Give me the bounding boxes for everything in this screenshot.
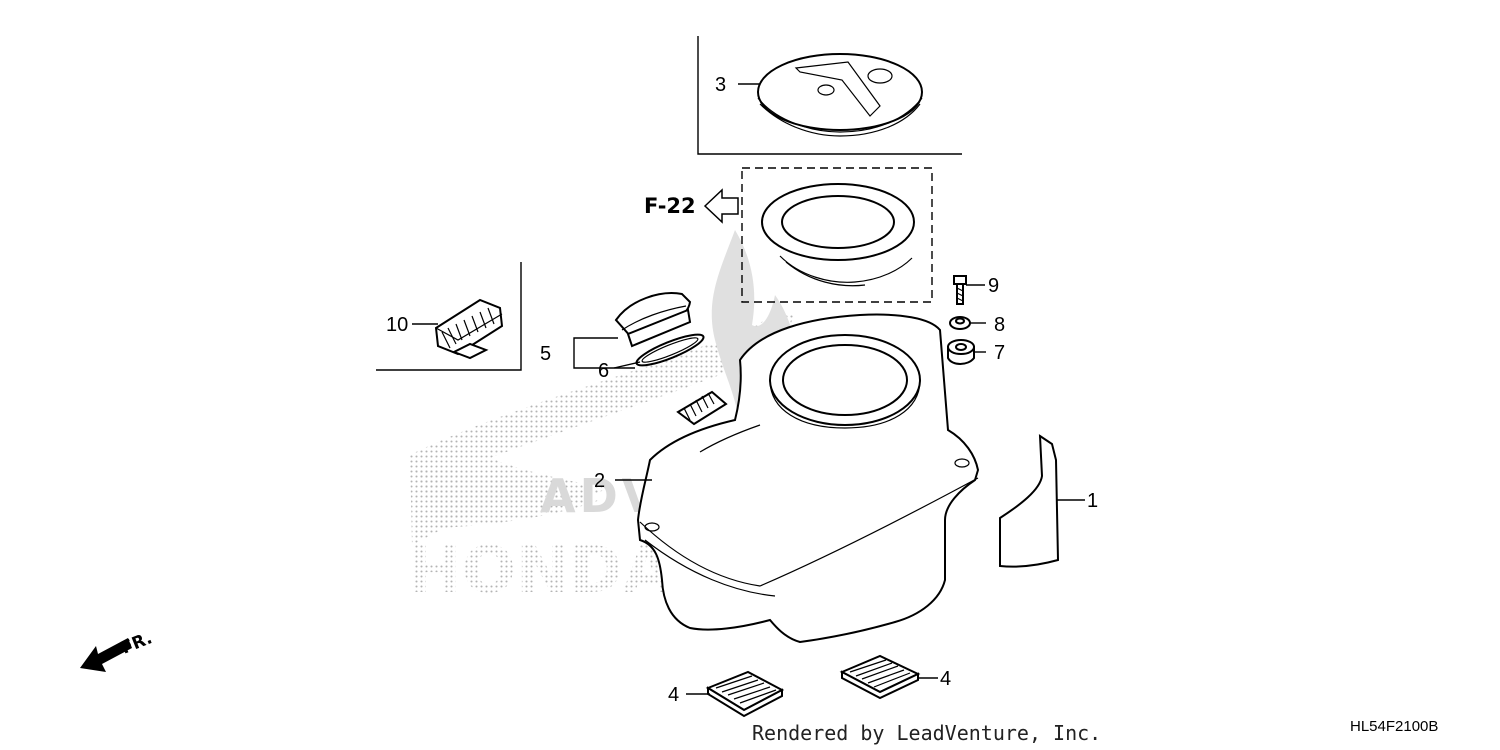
part-7-rubber-mount	[947, 339, 975, 365]
reference-label: F-22	[644, 194, 696, 218]
callout-3[interactable]: 3	[715, 74, 726, 96]
flame-watermark	[711, 230, 798, 455]
part-10-fuel-cap	[376, 262, 522, 371]
callout-2[interactable]: 2	[594, 470, 605, 492]
callout-6[interactable]: 6	[598, 360, 609, 382]
part-4-rubber-pad-right	[839, 654, 921, 700]
callout-7[interactable]: 7	[994, 342, 1005, 364]
part-5-filler-cap	[614, 292, 692, 348]
callout-4-left[interactable]: 4	[668, 684, 679, 706]
svg-text:HONDA: HONDA	[408, 534, 673, 608]
front-direction-arrow: FR.	[80, 628, 155, 672]
part-2-fuel-tank	[636, 313, 980, 644]
diagram-code: HL54F2100B	[1350, 718, 1438, 735]
leader-lines	[412, 83, 1085, 695]
callout-8[interactable]: 8	[994, 314, 1005, 336]
part-9-bolt	[953, 275, 967, 305]
part-1-shield-sheet	[999, 434, 1060, 568]
front-direction-label: FR.	[118, 628, 155, 658]
callout-4-right[interactable]: 4	[940, 668, 951, 690]
f22-reference-arrow[interactable]: F-22	[644, 188, 739, 224]
part-3-fuel-pump-cover	[697, 36, 962, 155]
part-8-washer	[949, 316, 971, 330]
callout-5[interactable]: 5	[540, 343, 551, 365]
part-4-rubber-pad-left	[705, 670, 785, 718]
rendered-by-credit: Rendered by LeadVenture, Inc.	[752, 721, 1101, 745]
callout-10[interactable]: 10	[386, 314, 408, 336]
honda-wing-watermark	[410, 312, 795, 545]
reference-box-f22	[741, 167, 933, 303]
callout-9[interactable]: 9	[988, 275, 999, 297]
honda-brand-watermark: HONDA	[408, 534, 673, 608]
callout-1[interactable]: 1	[1087, 490, 1098, 512]
